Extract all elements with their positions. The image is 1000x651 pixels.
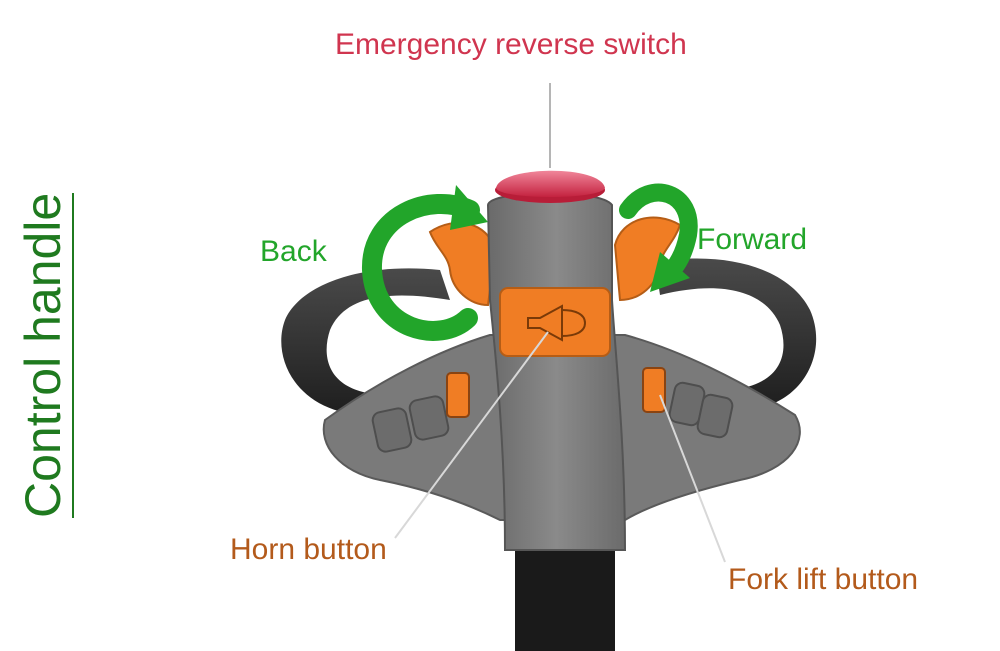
- left-lift-switch: [446, 372, 470, 418]
- forward-arrow-head: [650, 252, 690, 292]
- fork-lift-leader-line: [659, 394, 726, 563]
- forward-label: Forward: [697, 223, 808, 256]
- right-grip: [655, 258, 817, 410]
- handle-body: [486, 192, 627, 551]
- horn-icon: [527, 304, 587, 342]
- horn-button-label: Horn button: [230, 533, 387, 566]
- horn-leader-line: [394, 331, 549, 539]
- wing-button-left-2: [408, 395, 450, 441]
- left-grip: [281, 268, 450, 416]
- emergency-reverse-switch: [496, 170, 605, 197]
- back-rotation-arrow: [362, 193, 480, 341]
- wing-button-right-2: [696, 393, 734, 439]
- fork-lift-switch: [642, 367, 666, 413]
- emergency-switch-label: Emergency reverse switch: [335, 28, 687, 61]
- forward-rotation-arrow: [619, 183, 698, 285]
- fork-lift-button-label: Fork lift button: [728, 563, 919, 596]
- back-label: Back: [260, 235, 327, 268]
- back-arrow-head: [450, 185, 488, 230]
- wing-button-left-1: [371, 407, 413, 453]
- horn-button: [499, 287, 611, 357]
- right-throttle-butterfly: [613, 216, 682, 302]
